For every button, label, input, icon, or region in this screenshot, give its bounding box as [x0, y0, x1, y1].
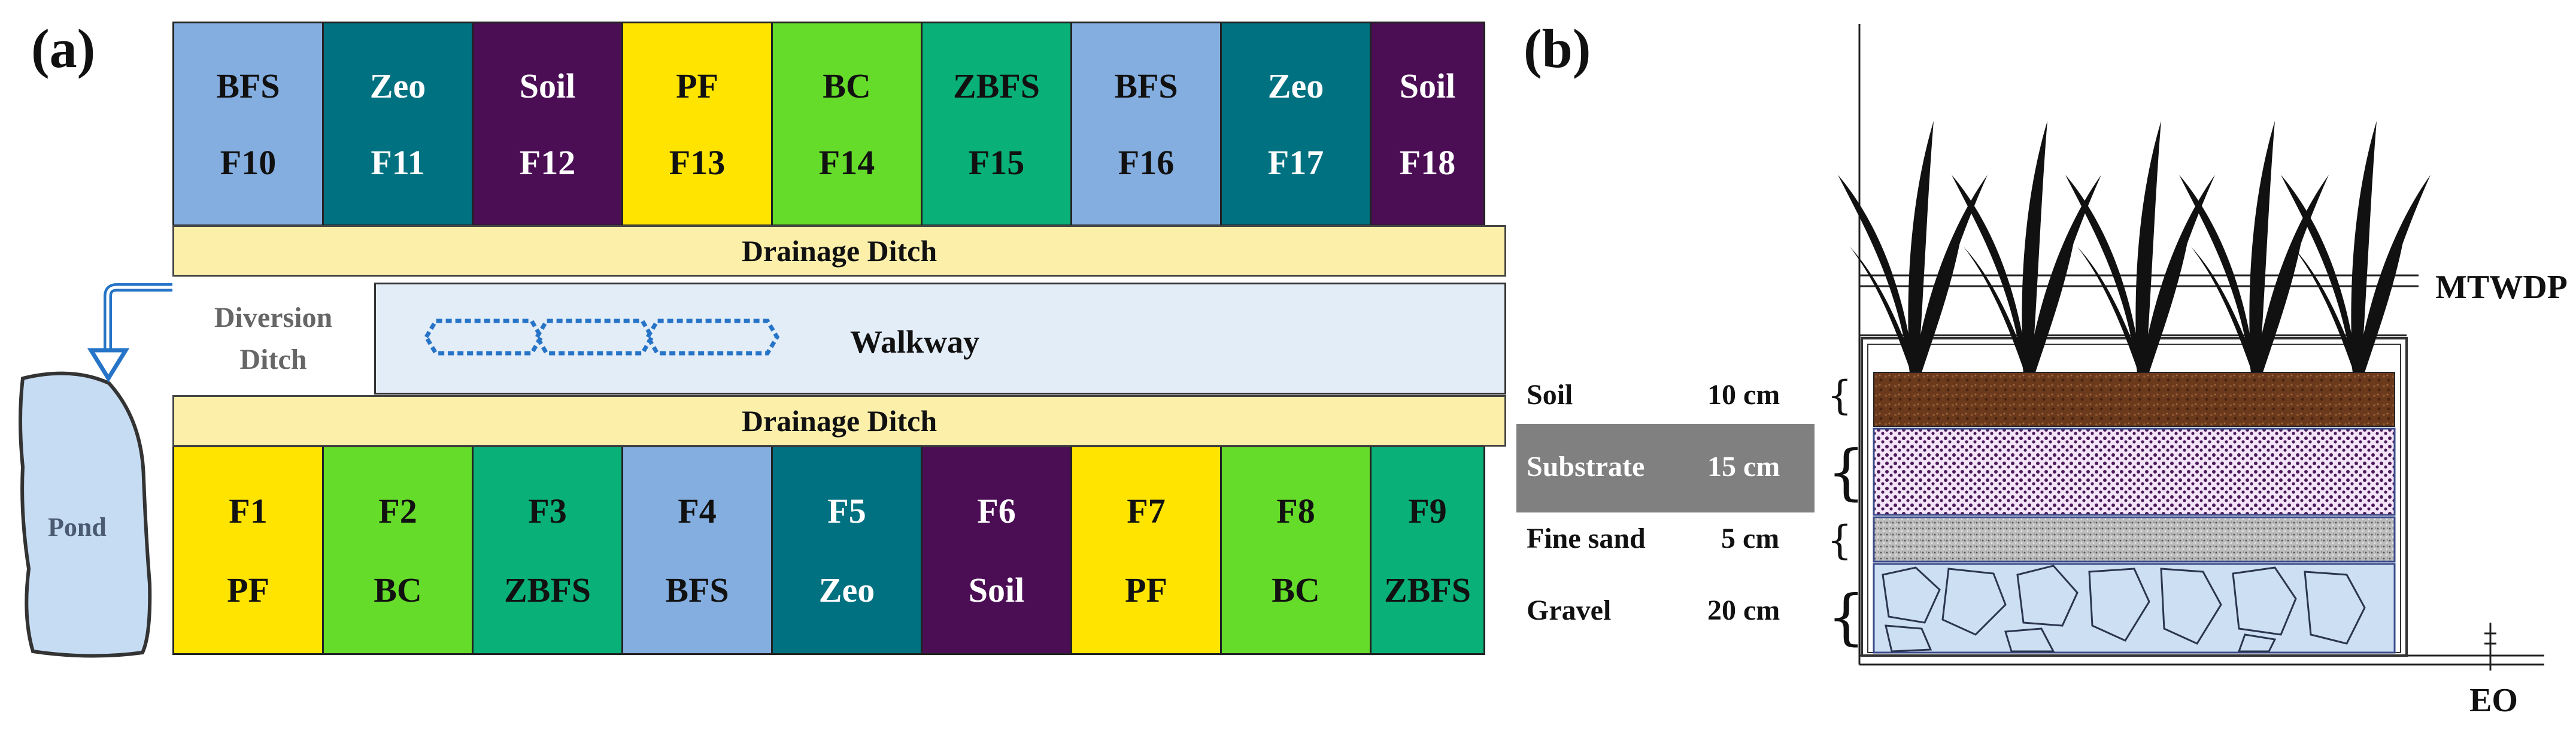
diversion-ditch-label-line2: Ditch: [239, 343, 307, 375]
plot-plot-label: F17: [1267, 142, 1324, 182]
plot-material-label: Zeo: [818, 570, 875, 609]
plot-plot-label: F9: [1408, 491, 1447, 530]
top-plot-f14: BC F14: [771, 22, 923, 226]
plot-material-label: BFS: [1114, 66, 1178, 105]
plot-material-label: ZBFS: [952, 66, 1040, 105]
drainage-ditch-top: Drainage Ditch: [172, 225, 1506, 277]
pond-label: Pond: [48, 512, 107, 542]
plot-material-label: BFS: [665, 570, 729, 609]
plot-plot-label: F12: [519, 142, 576, 182]
plot-plot-label: F18: [1399, 142, 1456, 182]
plants: [1838, 121, 2431, 372]
plot-material-label: PF: [1125, 570, 1167, 609]
substrate-highlight: [1516, 424, 1815, 512]
plot-material-label: BC: [1272, 570, 1320, 609]
brace-substrate: {: [1827, 437, 1865, 507]
layer-name-substrate: Substrate: [1527, 451, 1645, 483]
drainage-ditch-bottom: Drainage Ditch: [172, 395, 1506, 447]
plot-plot-label: F13: [669, 142, 726, 182]
brace-soil: {: [1827, 372, 1852, 418]
plot-plot-label: F8: [1276, 491, 1315, 530]
layer-name-soil: Soil: [1527, 379, 1573, 411]
walkway: [172, 283, 1506, 395]
plot-material-label: ZBFS: [1383, 570, 1471, 609]
plot-material-label: Zeo: [1267, 66, 1324, 105]
plot-plot-label: F4: [678, 491, 717, 530]
plot-material-label: ZBFS: [503, 570, 591, 609]
brace-gravel: {: [1827, 582, 1865, 652]
plot-plot-label: F5: [827, 491, 866, 530]
plot-plot-label: F2: [378, 491, 417, 530]
plot-material-label: Soil: [968, 570, 1025, 609]
plot-plot-label: F1: [229, 491, 268, 530]
walkway-label: Walkway: [850, 324, 980, 360]
diversion-arrowhead: [87, 348, 130, 383]
diversion-arrow-inner: [106, 286, 172, 353]
diversion-ditch: Diversion Ditch: [172, 283, 376, 395]
plot-plot-label: F14: [818, 142, 875, 182]
panel-label-a: (a): [31, 18, 96, 79]
layer-depth-soil: 10 cm: [1707, 379, 1780, 411]
walkway-path-markers: [423, 319, 780, 356]
drainage-ditch-bottom-label: Drainage Ditch: [741, 404, 937, 438]
diversion-ditch-label-line1: Diversion: [214, 301, 333, 333]
plot-plot-label: F6: [977, 491, 1016, 530]
pond-and-flow-graphics: [19, 283, 780, 658]
plot-plot-label: F7: [1127, 491, 1166, 530]
top-plot-f10: BFS F10: [172, 22, 324, 226]
drainage-ditch-top-label: Drainage Ditch: [741, 234, 937, 268]
brace-fine-sand: {: [1827, 517, 1852, 563]
top-plot-f16: BFS F16: [1070, 22, 1222, 226]
plot-plot-label: F11: [371, 142, 425, 182]
gravel-stones: [1882, 565, 2366, 653]
diversion-arrow: [104, 283, 172, 353]
plot-material-label: BFS: [216, 66, 280, 105]
plot-plot-label: F15: [968, 142, 1025, 182]
layer-depth-gravel: 20 cm: [1707, 594, 1780, 626]
plot-plot-label: F3: [528, 491, 567, 530]
layer-depth-substrate: 15 cm: [1707, 451, 1780, 483]
layer-name-gravel: Gravel: [1527, 594, 1612, 626]
plot-material-label: Soil: [519, 66, 576, 105]
plot-material-label: PF: [227, 570, 269, 609]
gravel-layer: [1873, 563, 2396, 654]
plot-material-label: PF: [676, 66, 718, 105]
plot-material-label: Zeo: [369, 66, 426, 105]
plot-plot-label: F10: [220, 142, 277, 182]
plot-plot-label: F16: [1118, 142, 1175, 182]
top-plot-f15: ZBFS F15: [921, 22, 1072, 226]
plot-material-label: BC: [823, 66, 871, 105]
fine-sand-layer: [1873, 516, 2396, 563]
plot-material-label: BC: [374, 570, 422, 609]
plot-profile-drawing: [1838, 24, 2544, 671]
panel-label-b: (b): [1524, 18, 1591, 79]
plot-material-label: Soil: [1399, 66, 1456, 105]
pond-shape: [19, 371, 152, 658]
eo-label: EO: [2469, 682, 2518, 719]
layer-depth-fine-sand: 5 cm: [1721, 523, 1780, 554]
substrate-layer: [1873, 427, 2396, 516]
mtwdp-label: MTWDP: [2435, 269, 2568, 306]
soil-layer: [1873, 372, 2395, 427]
layer-name-fine-sand: Fine sand: [1527, 523, 1646, 554]
